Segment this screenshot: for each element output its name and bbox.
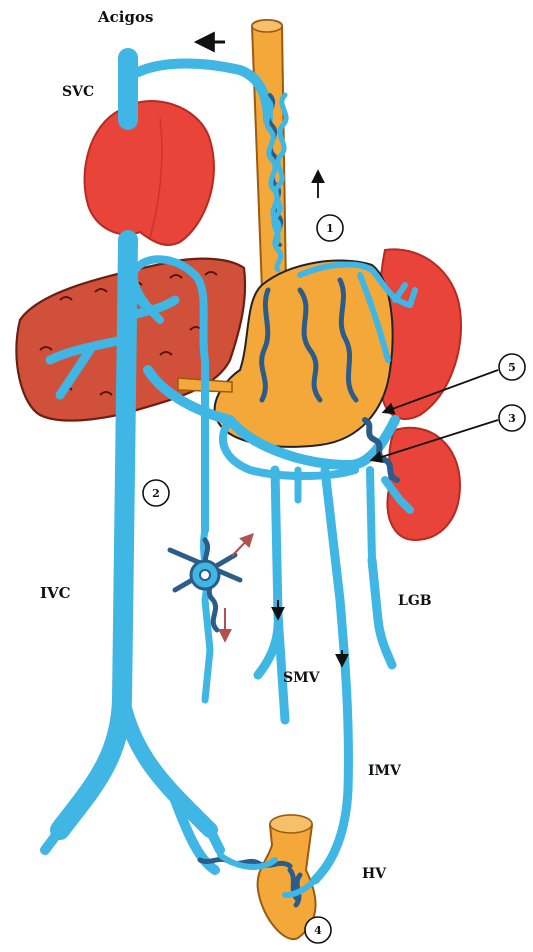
lgb-vein xyxy=(372,560,392,665)
paraumbilical-up-arrow xyxy=(232,535,252,556)
svg-text:1: 1 xyxy=(326,222,334,235)
svg-text:4: 4 xyxy=(314,924,322,937)
heart-shape xyxy=(85,101,214,245)
marker-5: 5 xyxy=(499,354,525,380)
label-hv: HV xyxy=(362,866,387,882)
label-azygos: Acigos xyxy=(97,8,153,26)
smv xyxy=(258,470,285,720)
marker-1: 1 xyxy=(317,215,343,241)
marker-2: 2 xyxy=(143,480,169,506)
svg-text:2: 2 xyxy=(152,487,160,500)
label-lgb: LGB xyxy=(398,593,432,609)
label-smv: SMV xyxy=(283,670,321,686)
label-svc: SVC xyxy=(62,84,94,100)
rectum-shape xyxy=(258,815,316,939)
imv xyxy=(315,470,348,880)
svg-text:5: 5 xyxy=(508,361,516,374)
label-ivc: IVC xyxy=(40,584,71,602)
svg-text:3: 3 xyxy=(508,412,516,425)
kidney-shape xyxy=(387,428,460,540)
marker-3: 3 xyxy=(499,405,525,431)
label-imv: IMV xyxy=(368,763,402,779)
marker-4: 4 xyxy=(305,917,331,943)
